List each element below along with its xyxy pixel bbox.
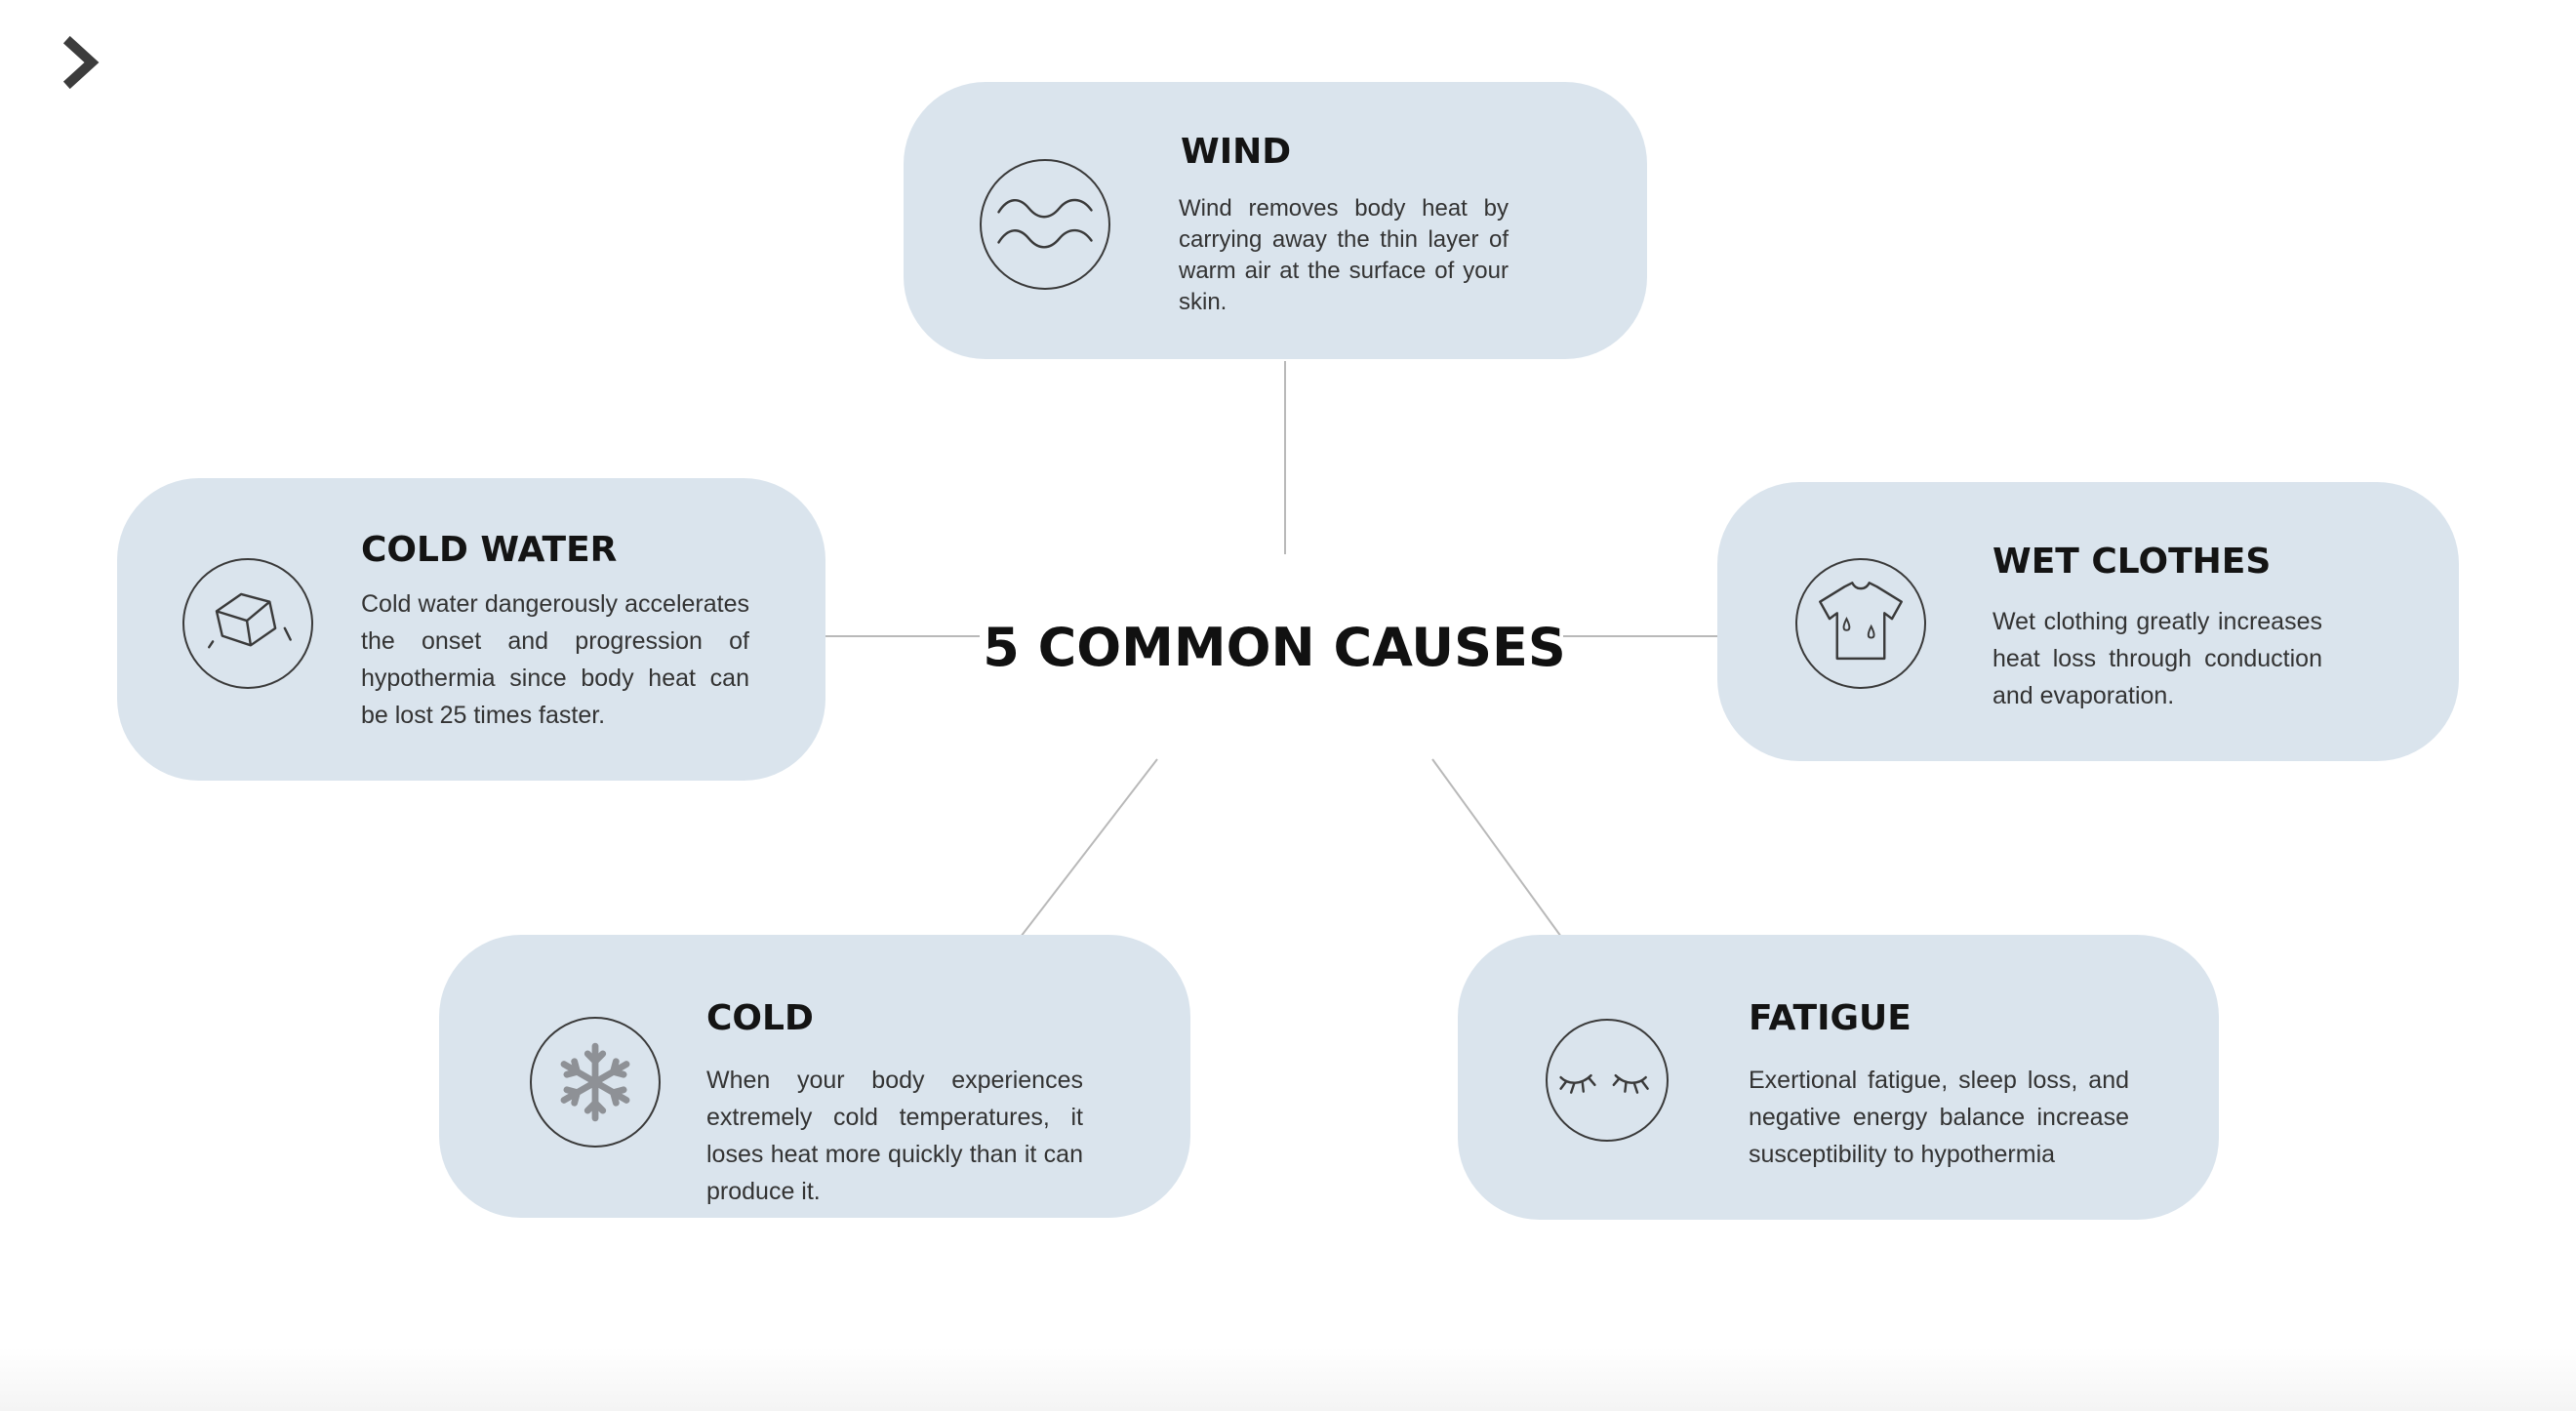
cause-card-wind: WIND Wind removes body heat by carrying … xyxy=(904,82,1647,359)
snowflake-icon xyxy=(530,1017,661,1148)
wet-shirt-icon xyxy=(1795,558,1926,689)
ice-cube-icon xyxy=(182,558,313,689)
cause-description: When your body experiences extremely col… xyxy=(706,1067,1083,1205)
cause-title: WET CLOTHES xyxy=(1992,542,2272,582)
cause-title: COLD WATER xyxy=(361,530,618,570)
cause-title: WIND xyxy=(1181,132,1292,172)
cause-description: Cold water dangerously accelerates the o… xyxy=(361,590,749,729)
chevron-right-icon[interactable] xyxy=(59,35,107,90)
bottom-shadow xyxy=(0,1347,2576,1411)
cause-description: Wind removes body heat by carrying away … xyxy=(1179,195,1509,315)
cause-card-cold-water: COLD WATER Cold water dangerously accele… xyxy=(117,478,825,781)
cause-card-wet-clothes: WET CLOTHES Wet clothing greatly increas… xyxy=(1717,482,2459,761)
cause-card-cold: COLD When your body experiences extremel… xyxy=(439,935,1190,1218)
cause-card-fatigue: FATIGUE Exertional fatigue, sleep loss, … xyxy=(1458,935,2219,1220)
wind-waves-icon xyxy=(980,159,1110,290)
cause-description: Exertional fatigue, sleep loss, and nega… xyxy=(1749,1067,2129,1168)
center-title: 5 COMMON CAUSES xyxy=(983,617,1566,678)
connector-fatigue xyxy=(1431,758,1562,938)
closed-eyes-icon xyxy=(1546,1019,1669,1142)
cause-description: Wet clothing greatly increases heat loss… xyxy=(1992,608,2322,709)
cause-title: FATIGUE xyxy=(1749,998,1912,1038)
connector-cold xyxy=(1020,758,1158,938)
cause-title: COLD xyxy=(706,998,814,1038)
